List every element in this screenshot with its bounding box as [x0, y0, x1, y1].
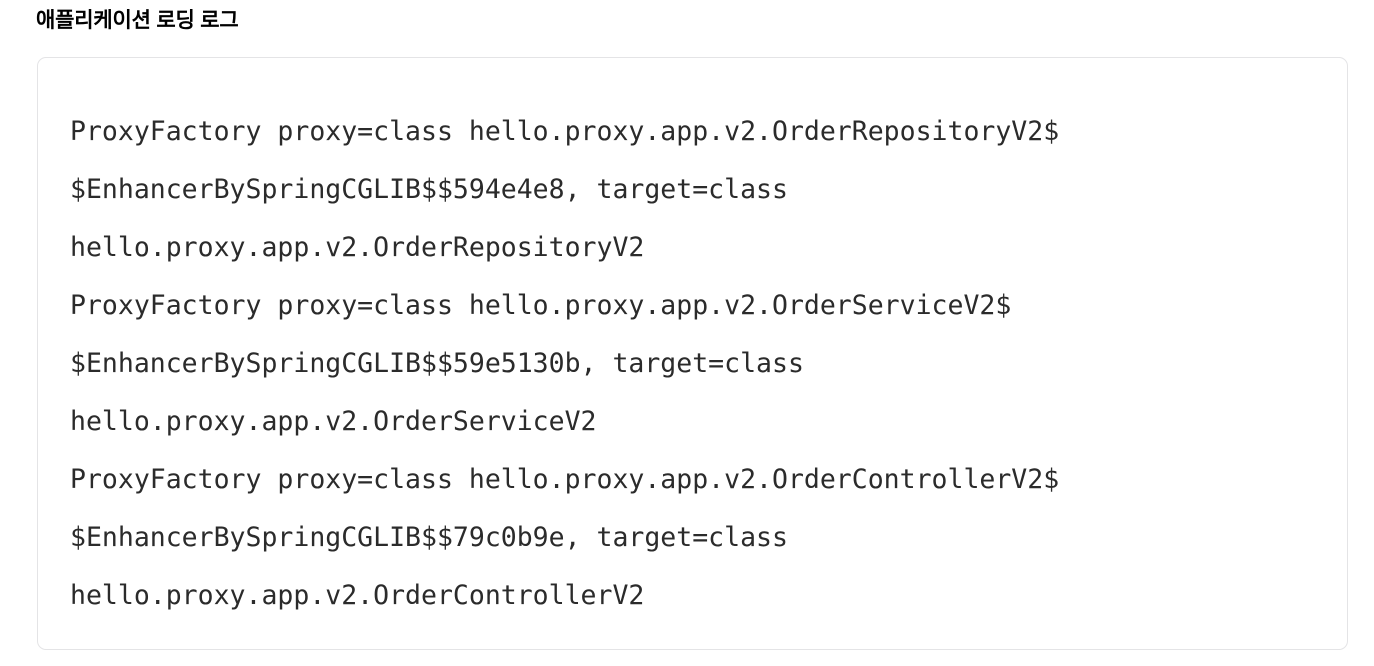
- log-line: $EnhancerBySpringCGLIB$$59e5130b, target…: [70, 348, 804, 379]
- log-line: hello.proxy.app.v2.OrderServiceV2: [70, 406, 597, 437]
- log-line: $EnhancerBySpringCGLIB$$594e4e8, target=…: [70, 174, 788, 205]
- log-line: ProxyFactory proxy=class hello.proxy.app…: [70, 464, 1060, 495]
- log-line: ProxyFactory proxy=class hello.proxy.app…: [70, 116, 1060, 147]
- log-line: ProxyFactory proxy=class hello.proxy.app…: [70, 290, 1012, 321]
- log-line: hello.proxy.app.v2.OrderRepositoryV2: [70, 232, 645, 263]
- log-line: hello.proxy.app.v2.OrderControllerV2: [70, 580, 645, 611]
- page-title: 애플리케이션 로딩 로그: [36, 9, 239, 32]
- log-line: $EnhancerBySpringCGLIB$$79c0b9e, target=…: [70, 522, 788, 553]
- log-line-list: ProxyFactory proxy=class hello.proxy.app…: [70, 103, 1327, 625]
- log-output-panel: ProxyFactory proxy=class hello.proxy.app…: [37, 57, 1348, 650]
